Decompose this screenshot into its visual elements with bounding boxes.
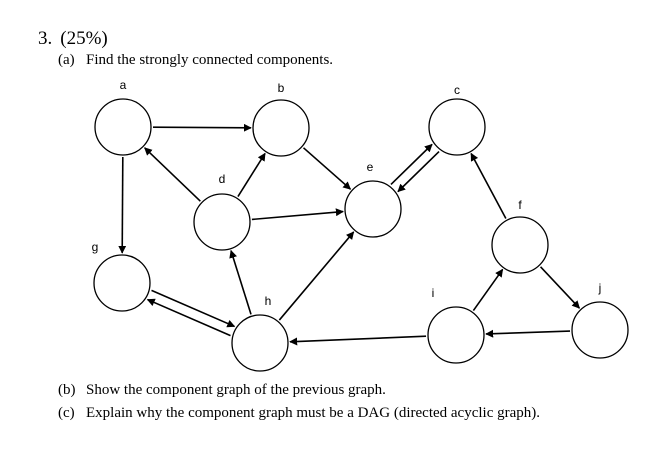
edge-b-e [302, 147, 352, 190]
node-label-f: f [518, 198, 522, 212]
node-label-a: a [120, 78, 127, 92]
node-label-c: c [454, 83, 460, 97]
edge-i-h [289, 335, 427, 346]
node-c [428, 98, 486, 156]
node-h [231, 314, 289, 372]
edge-d-e [251, 208, 344, 221]
edge-h-g [146, 298, 231, 337]
node-label-j: j [598, 281, 602, 295]
edge-c-e [397, 150, 440, 193]
part-c-text: Explain why the component graph must be … [86, 405, 541, 421]
part-a-label: (a) [58, 52, 75, 68]
node-layer: a b c d e f g h i j [92, 78, 629, 372]
node-e [344, 180, 402, 238]
question-title: 3. (25%) [38, 28, 108, 50]
edge-f-c [470, 152, 507, 219]
node-b [252, 99, 310, 157]
edge-h-d [229, 249, 252, 315]
question-number: 3. [38, 28, 53, 49]
edge-d-b [237, 152, 266, 198]
node-label-e: e [367, 160, 374, 174]
part-b-text: Show the component graph of the previous… [86, 382, 386, 398]
edge-d-a [144, 147, 201, 202]
node-a [94, 98, 152, 156]
question-weight: (25%) [60, 28, 108, 49]
node-g [93, 254, 151, 312]
edge-e-c [390, 143, 433, 186]
edge-layer [118, 123, 581, 346]
edge-j-i [485, 329, 571, 338]
node-label-g: g [92, 240, 99, 254]
part-c-label: (c) [58, 405, 75, 421]
node-label-b: b [278, 81, 285, 95]
edge-a-b [152, 123, 252, 132]
edge-a-g [118, 156, 127, 254]
part-a-text: Find the strongly connected components. [86, 52, 334, 68]
edge-f-j [539, 266, 581, 309]
part-b-label: (b) [58, 382, 76, 398]
node-d [193, 193, 251, 251]
node-j [571, 301, 629, 359]
edge-g-h [151, 289, 236, 328]
node-label-i: i [432, 286, 435, 300]
edge-i-f [472, 268, 504, 312]
part-a: (a) Find the strongly connected component… [58, 52, 333, 69]
part-b: (b) Show the component graph of the previ… [58, 382, 386, 399]
node-label-d: d [219, 172, 226, 186]
node-f [491, 216, 549, 274]
edge-h-e [278, 231, 355, 321]
node-label-h: h [265, 294, 272, 308]
part-c: (c) Explain why the component graph must … [58, 405, 540, 422]
node-i [427, 306, 485, 364]
